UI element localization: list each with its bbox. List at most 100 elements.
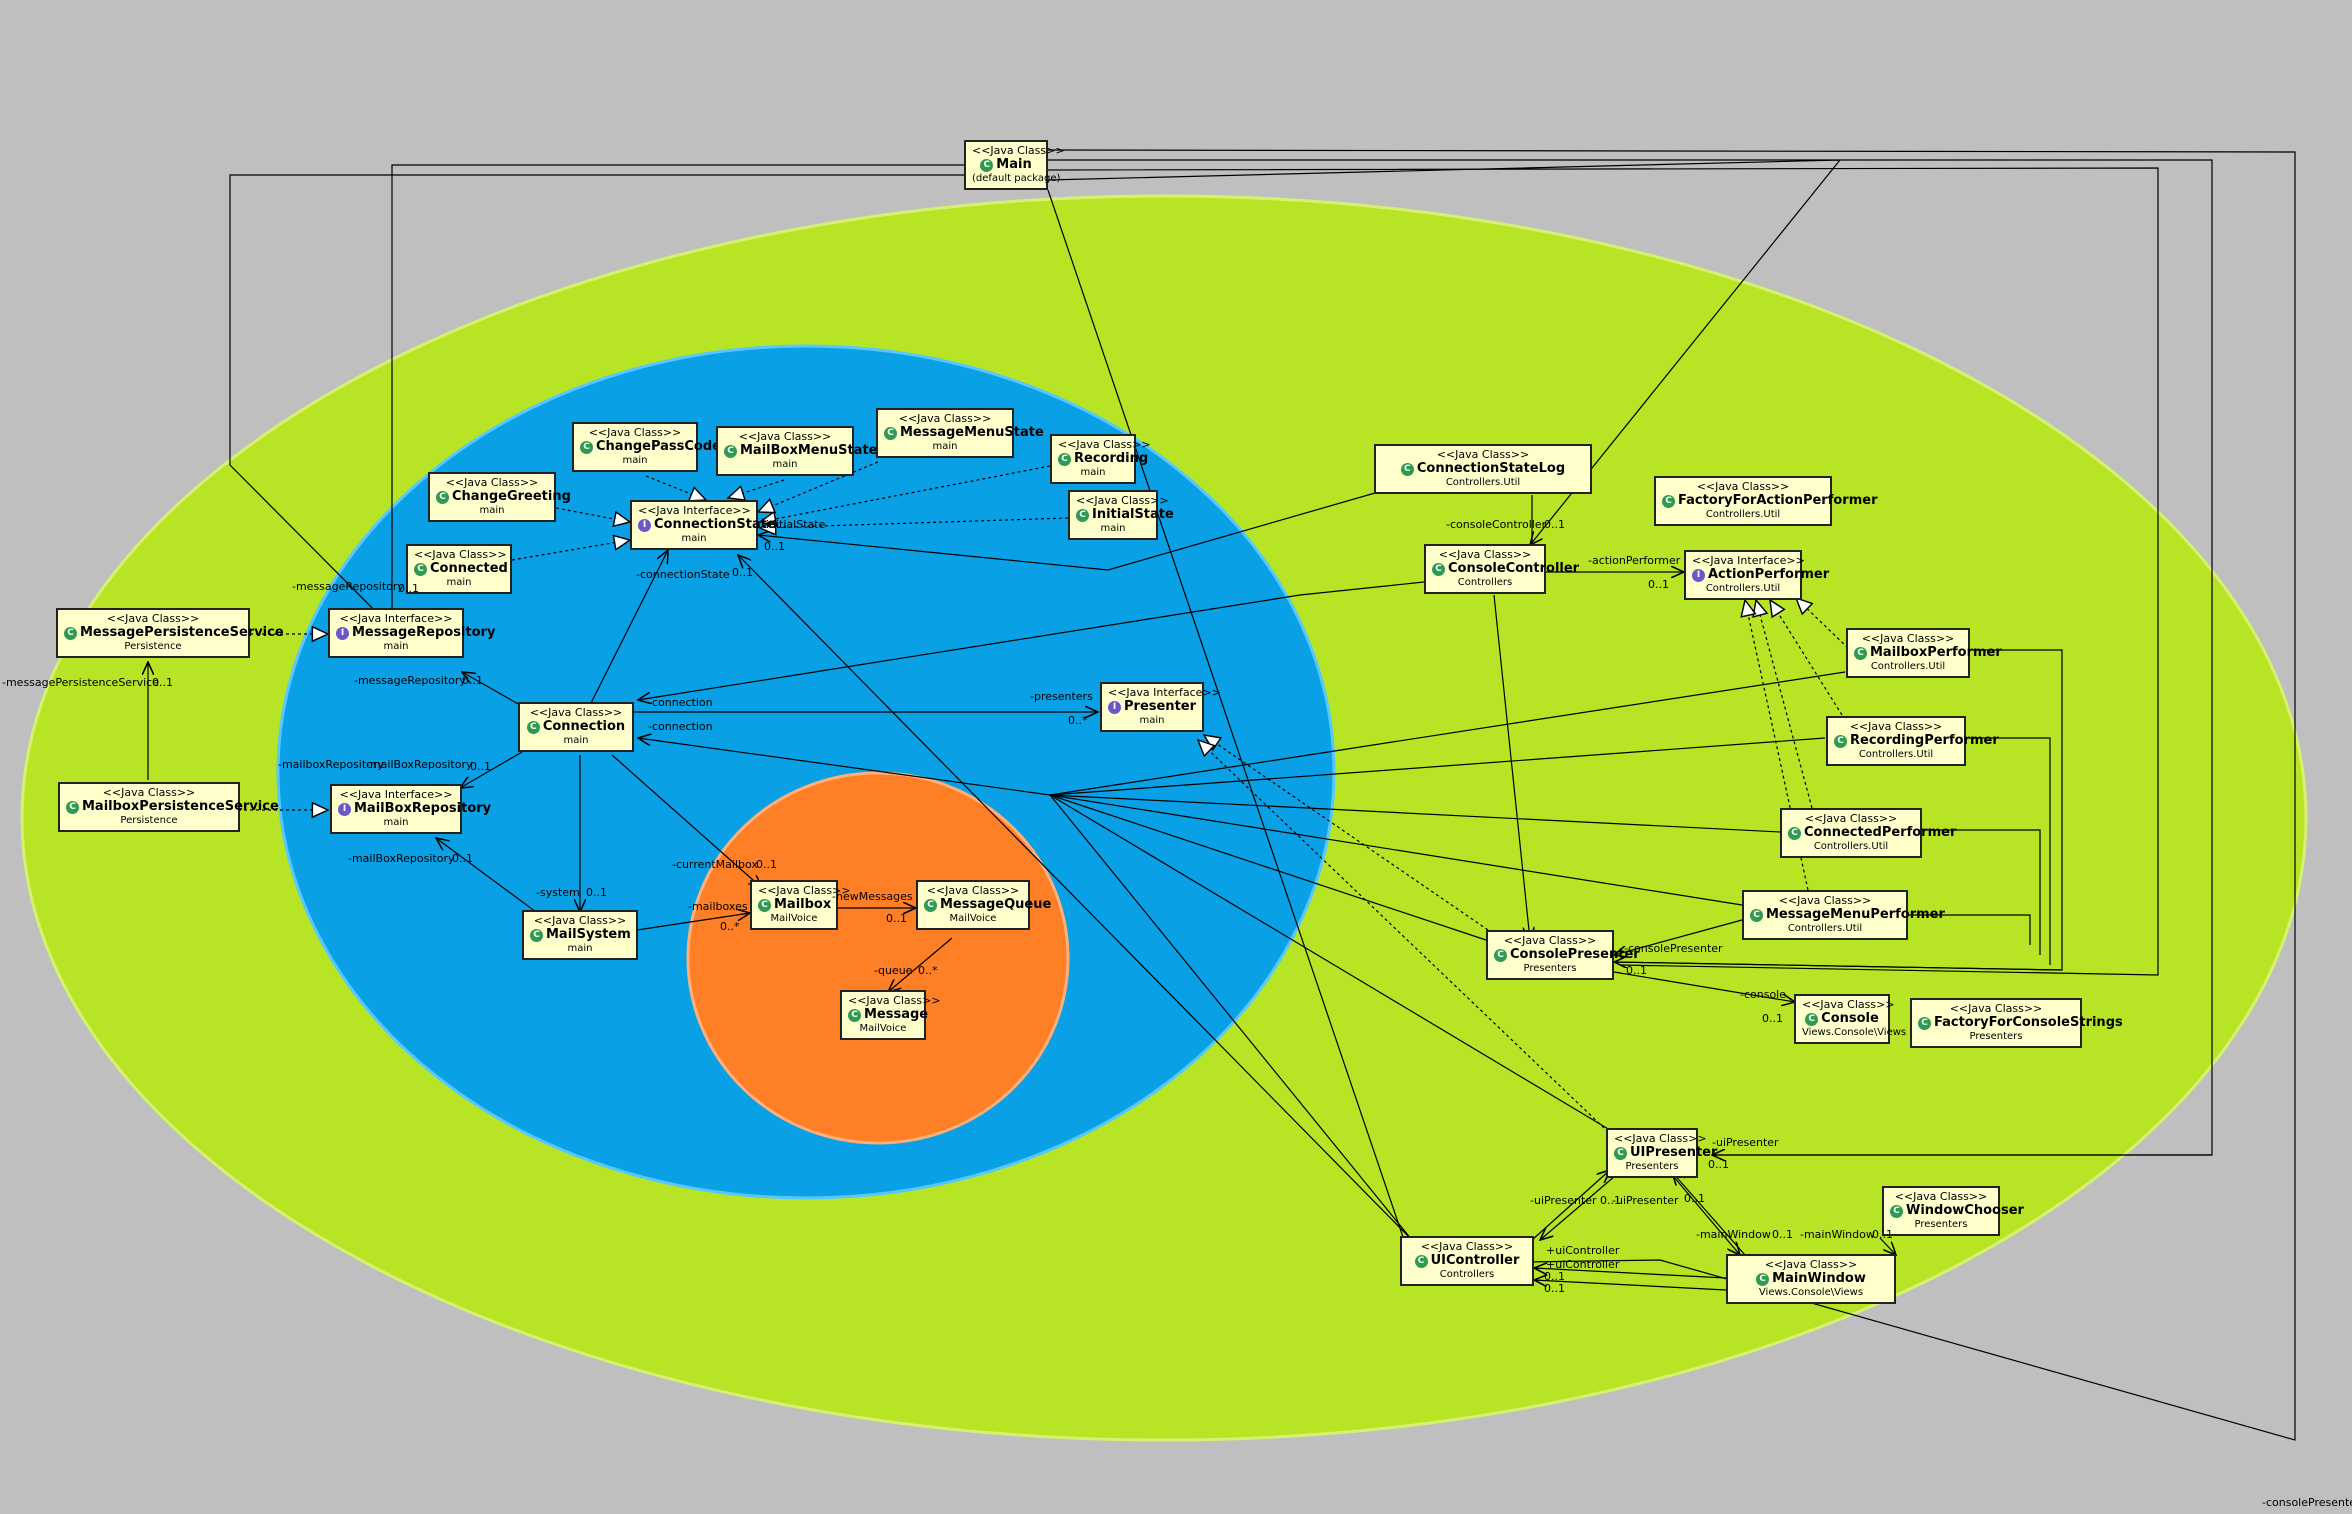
class-icon: C — [980, 159, 994, 173]
assoc-label: -currentMailbox — [672, 858, 758, 871]
class-name: MessageRepository — [352, 625, 496, 641]
class-name: ConnectionState — [654, 517, 776, 533]
class-name: ConnectedPerformer — [1804, 825, 1957, 841]
class-name: Connected — [430, 561, 508, 577]
wire-connected-statei — [511, 534, 632, 561]
package-name: main — [622, 454, 648, 466]
stereotype: <<Java Class>> — [1949, 1002, 2043, 1015]
class-name: Mailbox — [774, 897, 832, 913]
wire-controller-presenter — [1493, 594, 1530, 940]
class-icon: C — [724, 445, 737, 459]
class-name: MessageMenuPerformer — [1766, 907, 1945, 923]
package-name: main — [567, 942, 593, 954]
wire-uipresenter-conn — [1049, 794, 1611, 1131]
class-name: FactoryForConsoleStrings — [1934, 1015, 2123, 1031]
middle-region — [276, 344, 1336, 1200]
assoc-label: -queue — [874, 964, 913, 977]
class-icon: C — [526, 721, 540, 735]
multiplicity-label: 0..1 — [1684, 1192, 1705, 1205]
wire-uicontroller-conn — [1049, 794, 1413, 1241]
multiplicity-label: 0..1 — [398, 582, 419, 595]
interface-icon: I — [1692, 569, 1705, 583]
wire-recperformer-conn — [1049, 737, 1826, 796]
class-icon: C — [1400, 463, 1414, 477]
package-name: Controllers.Util — [1705, 508, 1781, 520]
class-icon: C — [1494, 949, 1507, 963]
class-icon: C — [580, 441, 593, 455]
wire-connection-state — [589, 550, 668, 706]
class-name: MessageMenuState — [900, 425, 1044, 441]
package-name: main — [563, 734, 589, 746]
class-name: ConsoleController — [1448, 561, 1580, 577]
class-icon: C — [1750, 909, 1763, 923]
wire-mbperformer-ap — [1794, 596, 1849, 649]
wire-connection-mbrepo — [460, 751, 523, 788]
assoc-label: -newMessages — [832, 890, 913, 903]
stereotype: <<Java Class>> — [1436, 448, 1530, 461]
assoc-label: -mailboxRepository — [278, 758, 384, 771]
wire-uipresenter-mainwindow — [1667, 1169, 1740, 1255]
multiplicity-label: 0..1 — [462, 674, 483, 687]
stereotype: <<Java Class>> — [1802, 998, 1895, 1011]
stereotype: <<Java Interface>> — [638, 504, 751, 517]
assoc-label: +uiController — [1546, 1244, 1620, 1257]
assoc-label: -initialState — [762, 518, 826, 531]
class-icon: C — [1834, 735, 1847, 749]
package-name: Controllers.Util — [1445, 476, 1521, 488]
class-icon: C — [924, 899, 937, 913]
assoc-label: -presenters — [1030, 690, 1093, 703]
package-name: main — [446, 576, 472, 588]
class-icon: C — [436, 491, 449, 505]
assoc-label: -messagePersistenceService — [2, 676, 159, 689]
class-name: ChangePassCode — [596, 439, 721, 455]
wire-queue-message — [888, 937, 953, 992]
multiplicity-label: 0..1 — [1600, 1194, 1621, 1207]
package-name: Views.Console\Views — [1758, 1286, 1864, 1298]
assoc-label: -connection — [648, 720, 713, 733]
multiplicity-label: 0..1 — [470, 760, 491, 773]
multiplicity-label: 0..1 — [1626, 964, 1647, 977]
class-icon: C — [1805, 1013, 1819, 1027]
class-icon: C — [1890, 1205, 1903, 1219]
package-name: main — [772, 458, 798, 470]
assoc-label: -actionPerformer — [1588, 554, 1681, 567]
stereotype: <<Java Interface>> — [339, 612, 453, 625]
package-name: main — [1100, 522, 1126, 534]
stereotype: <<Java Class>> — [758, 884, 851, 897]
stereotype: <<Java Interface>> — [1108, 686, 1221, 699]
